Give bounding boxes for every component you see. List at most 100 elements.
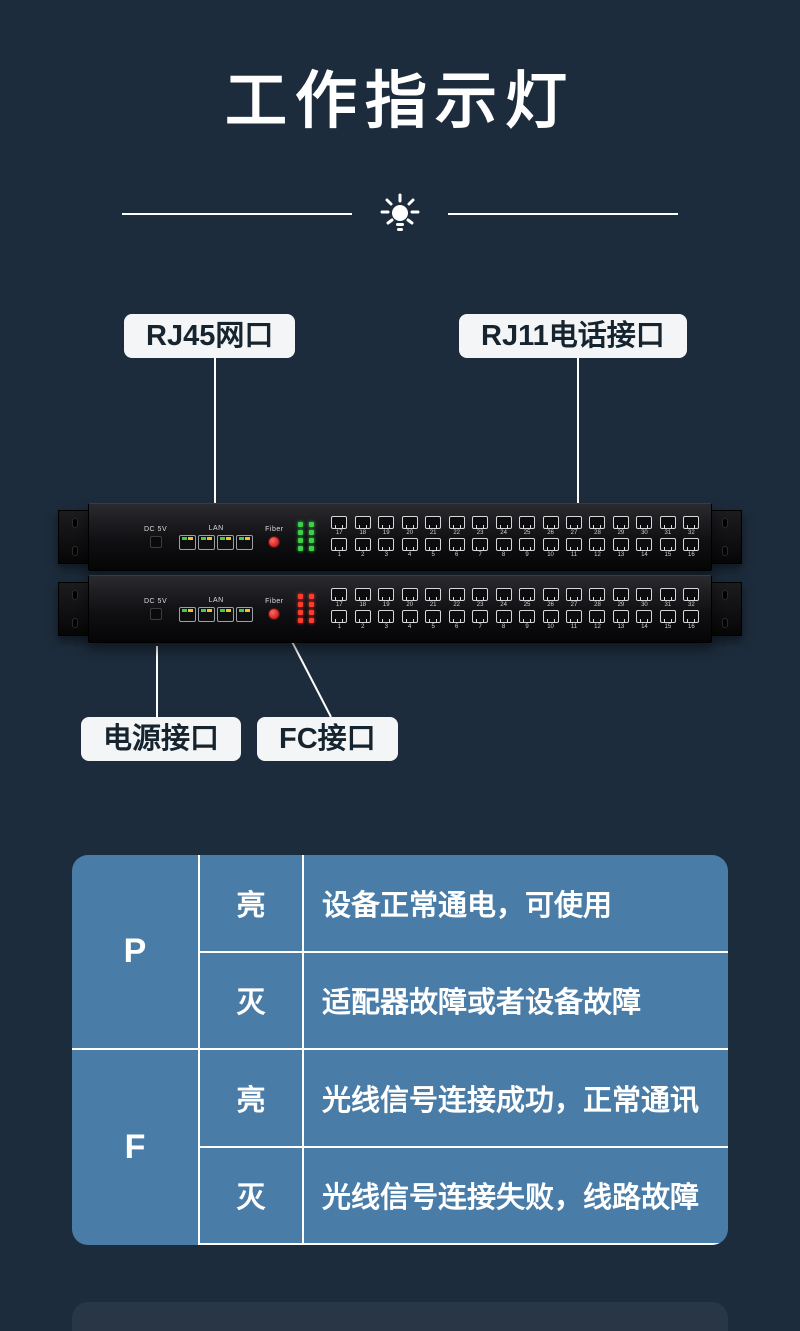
status-led: [308, 538, 314, 543]
rj11-port: 12: [586, 538, 609, 558]
device-unit-top: DC 5V LAN Fiber: [58, 503, 742, 571]
rj11-port: 25: [515, 516, 538, 536]
front-panel: DC 5V LAN Fiber: [88, 503, 712, 571]
callout-rj45-port: RJ45网口: [124, 314, 296, 358]
status-led: [308, 618, 314, 623]
status-led: [308, 546, 314, 551]
fiber-group: Fiber: [265, 598, 283, 620]
divider-line-right: [448, 213, 678, 215]
status-led: [297, 602, 303, 607]
rj11-port: 9: [515, 538, 538, 558]
rj11-port: 23: [468, 588, 491, 608]
rj11-port: 26: [539, 516, 562, 536]
rj11-port: 28: [586, 588, 609, 608]
rj11-port: 11: [562, 610, 585, 630]
screw-hole: [72, 546, 78, 556]
table-desc-cell: 设备正常通电，可使用: [304, 855, 728, 953]
rj11-port: 14: [633, 610, 656, 630]
rj11-port: 2: [351, 610, 374, 630]
rj11-port: 32: [680, 516, 703, 536]
table-group-p: P: [72, 855, 200, 1050]
rj11-port: 4: [398, 610, 421, 630]
rj11-port: 28: [586, 516, 609, 536]
fiber-label: Fiber: [265, 526, 284, 533]
power-jack-group: DC 5V: [144, 526, 167, 548]
table-desc-cell: 适配器故障或者设备故障: [304, 953, 728, 1050]
fc-fiber-port: [268, 536, 281, 548]
rj11-port: 16: [680, 538, 703, 558]
rack-ear: [58, 510, 92, 564]
rj11-port: 2: [351, 538, 374, 558]
rj11-port: 19: [375, 588, 398, 608]
dc-power-jack: [149, 536, 162, 548]
rj45-port: [217, 606, 235, 622]
rj45-ports: [179, 606, 254, 622]
screw-hole: [72, 518, 78, 528]
rj11-port: 19: [375, 516, 398, 536]
rj11-port: 3: [375, 610, 398, 630]
rj45-port: [236, 534, 254, 550]
rj45-port: [198, 606, 216, 622]
table-state-cell: 亮: [200, 1050, 304, 1148]
rj11-port: 17: [328, 516, 351, 536]
rj11-port: 24: [492, 516, 515, 536]
rj11-port: 25: [515, 588, 538, 608]
status-led: [297, 538, 303, 543]
rj11-port: 1: [328, 610, 351, 630]
rj11-port: 10: [539, 610, 562, 630]
device-unit-bottom: DC 5V LAN Fiber: [58, 575, 742, 643]
rj11-port: 1: [328, 538, 351, 558]
screw-hole: [722, 546, 728, 556]
rj11-port: 22: [445, 516, 468, 536]
rj11-port: 31: [656, 588, 679, 608]
rj11-port: 20: [398, 516, 421, 536]
rj11-port: 30: [633, 588, 656, 608]
divider: [0, 192, 800, 236]
status-led: [297, 594, 303, 599]
rj11-port: 6: [445, 610, 468, 630]
rj11-port: 18: [351, 588, 374, 608]
table-desc-cell: 光线信号连接失败，线路故障: [304, 1148, 728, 1245]
next-section-peek: [72, 1302, 728, 1331]
rj11-port: 31: [656, 516, 679, 536]
status-led: [297, 610, 303, 615]
rj11-port: 27: [562, 588, 585, 608]
rj11-port: 32: [680, 588, 703, 608]
table-state-cell: 灭: [200, 952, 304, 1050]
table-state-cell: 亮: [200, 855, 304, 953]
rj11-port: 5: [421, 610, 444, 630]
rj11-port: 17: [328, 588, 351, 608]
status-led: [308, 594, 314, 599]
table-group-f: F: [72, 1050, 200, 1245]
status-led: [308, 610, 314, 615]
rj11-port: 30: [633, 516, 656, 536]
fiber-label: Fiber: [265, 598, 284, 605]
rj45-port: [236, 606, 254, 622]
rj11-port: 27: [562, 516, 585, 536]
rack-ear: [708, 510, 742, 564]
rj11-port: 7: [468, 538, 491, 558]
rj11-port: 22: [445, 588, 468, 608]
rj11-port: 11: [562, 538, 585, 558]
rj11-port: 21: [421, 516, 444, 536]
rj11-port: 8: [492, 610, 515, 630]
rj11-port: 24: [492, 588, 515, 608]
lan-label: LAN: [208, 524, 224, 532]
rack-ear: [708, 582, 742, 636]
rj45-port: [198, 534, 216, 550]
status-led: [308, 602, 314, 607]
status-led: [308, 522, 314, 527]
table-desc-cell: 光线信号连接成功，正常通讯: [304, 1050, 728, 1148]
rj11-port: 7: [468, 610, 491, 630]
rj45-port: [179, 606, 197, 622]
rj11-port: 26: [539, 588, 562, 608]
rj45-port: [179, 534, 197, 550]
indicator-table: P F 亮 设备正常通电，可使用 灭 适配器故障或者设备故障 亮 光线信号连接成…: [72, 855, 728, 1245]
lan-group: LAN: [179, 524, 254, 550]
